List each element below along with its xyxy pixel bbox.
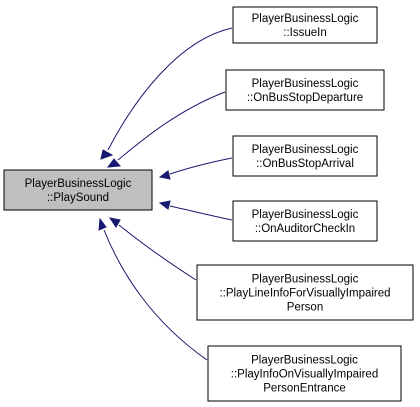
node-label-line: ::PlayInfoOnVisuallyImpaired [231,369,378,381]
node-onbusstoparrival[interactable]: PlayerBusinessLogic::OnBusStopArrival [232,135,378,177]
node-box [232,135,378,177]
node-label-line: ::OnBusStopArrival [256,158,354,170]
node-box [3,169,153,211]
node-label-line: Person [287,302,323,314]
node-onbusstopdeparture[interactable]: PlayerBusinessLogic::OnBusStopDeparture [225,69,385,111]
node-label-line: PlayerBusinessLogic [251,355,358,367]
node-onauditorcheckin[interactable]: PlayerBusinessLogic::OnAuditorCheckIn [232,200,378,242]
nodes: PlayerBusinessLogic::PlaySoundPlayerBusi… [3,6,414,402]
node-label-line: PlayerBusinessLogic [252,144,359,156]
node-box [232,200,378,242]
node-label-line: PersonEntrance [263,383,345,395]
node-label-line: PlayerBusinessLogic [252,209,359,221]
node-label-line: PlayerBusinessLogic [252,78,359,90]
node-label-line: ::PlaySound [47,192,109,204]
node-playlineinfo[interactable]: PlayerBusinessLogic::PlayLineInfoForVisu… [196,264,414,321]
arrowhead-icon [100,149,114,160]
node-label-line: ::IssueIn [283,27,326,39]
edge-playlineinfo-to-playsound [118,224,197,281]
node-box [196,264,414,321]
edge-issuein-to-playsound [107,27,233,151]
node-box [207,345,402,402]
arrowhead-icon [158,200,171,210]
arrowhead-icon [106,158,122,168]
node-label-line: ::OnBusStopDeparture [247,92,363,104]
edge-playinfoentrance-to-playsound [103,229,208,361]
node-label-line: ::OnAuditorCheckIn [255,223,355,235]
node-playsound[interactable]: PlayerBusinessLogic::PlaySound [3,169,153,211]
arrowhead-icon [108,217,121,228]
node-label-line: ::PlayLineInfoForVisuallyImpaired [219,288,390,300]
node-label-line: PlayerBusinessLogic [25,178,132,190]
edge-onbusstoparrival-to-playsound [169,157,233,175]
edges [98,27,233,361]
edge-onauditorcheckin-to-playsound [169,205,233,221]
node-label-line: PlayerBusinessLogic [252,274,359,286]
node-label-line: PlayerBusinessLogic [252,13,359,25]
node-playinfoentrance[interactable]: PlayerBusinessLogic::PlayInfoOnVisuallyI… [207,345,402,402]
arrowhead-icon [158,170,171,180]
node-issuein[interactable]: PlayerBusinessLogic::IssueIn [232,6,378,44]
node-box [232,6,378,44]
edge-onbusstopdeparture-to-playsound [117,91,226,161]
arrowhead-icon [98,217,107,231]
node-box [225,69,385,111]
